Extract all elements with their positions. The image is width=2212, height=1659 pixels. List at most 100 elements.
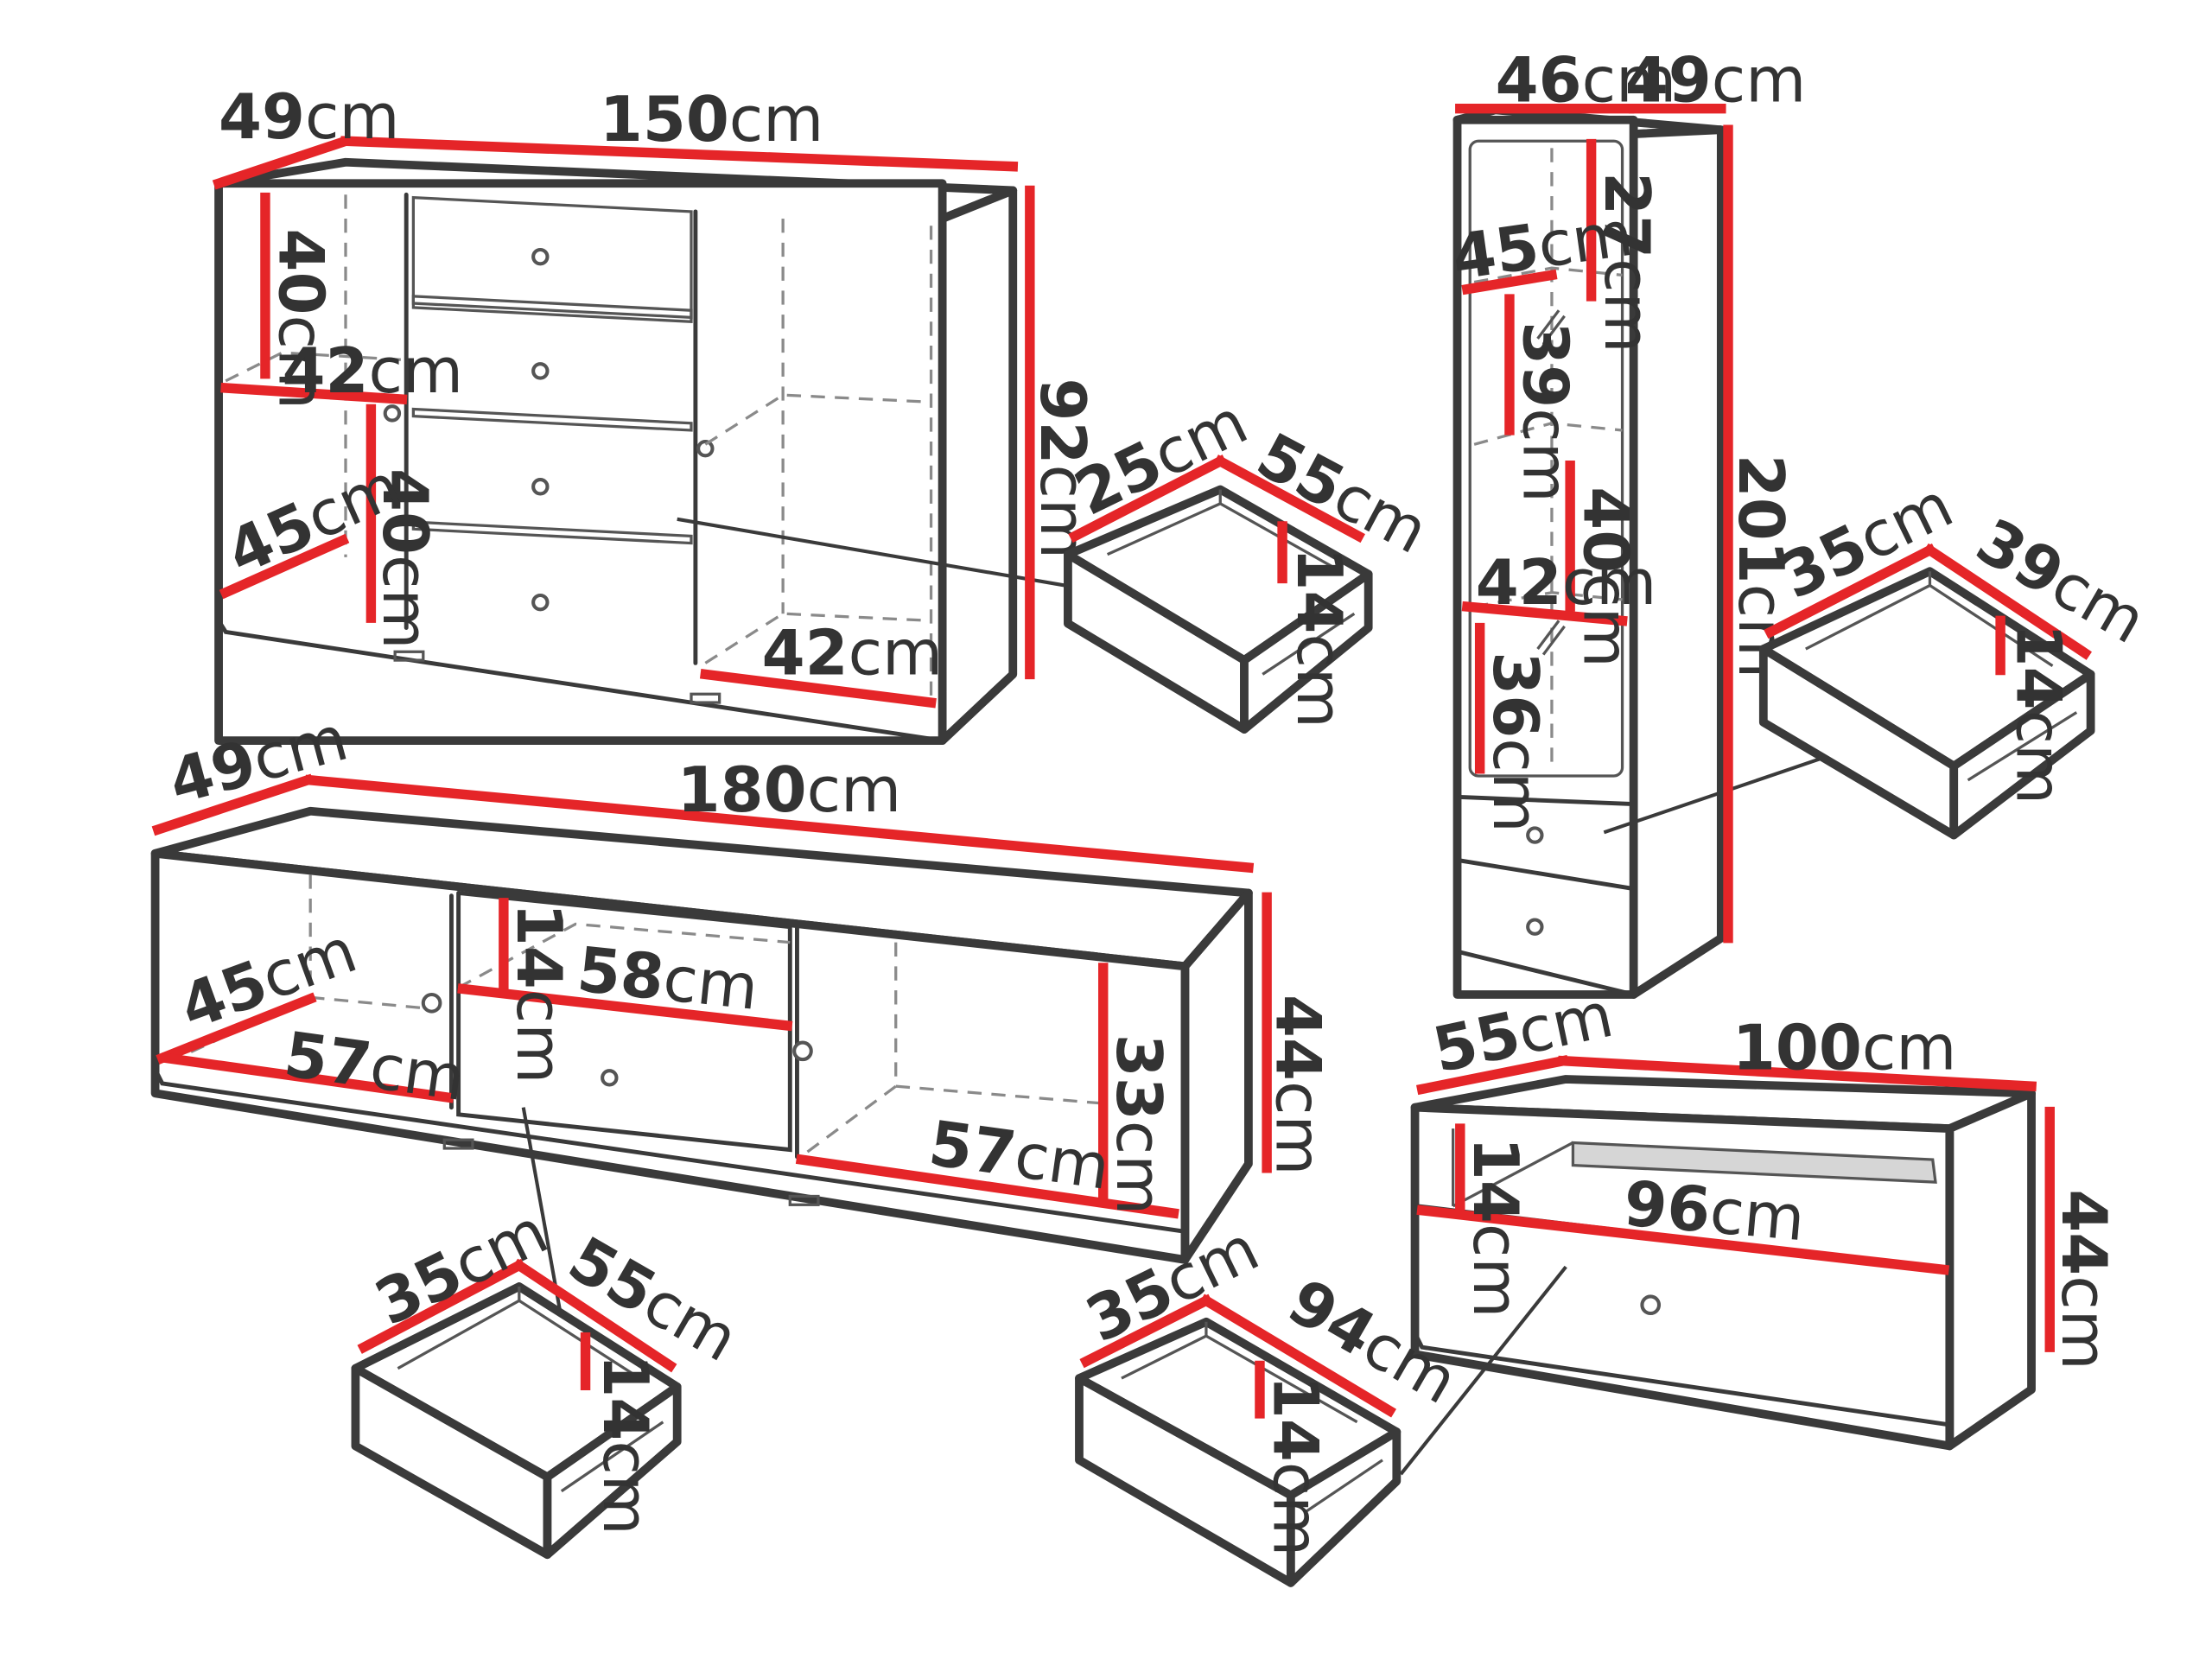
sideboard-height-value: 92 bbox=[1027, 378, 1099, 465]
vitrine-shelf-width-unit: cm bbox=[1562, 546, 1656, 619]
sideboard-upper-shelf-width-value: 42 bbox=[283, 334, 369, 407]
tv-stand-niche-width-unit: cm bbox=[660, 942, 762, 1024]
coffee-table-niche-width-value: 96 bbox=[1621, 1166, 1713, 1246]
svg-text:33cm: 33cm bbox=[1103, 1034, 1175, 1215]
svg-text:49cm: 49cm bbox=[1625, 44, 1806, 117]
tv-stand-drawer: 35cm 55cm 14cm bbox=[351, 1195, 750, 1560]
vitrine-shelf-width-value: 42 bbox=[1476, 546, 1562, 619]
tv-stand-right-height-unit: cm bbox=[1103, 1121, 1175, 1215]
svg-text:14cm: 14cm bbox=[1283, 547, 1356, 728]
svg-text:14cm: 14cm bbox=[1459, 1137, 1532, 1318]
vitrine-shelf-4-height-value: 36 bbox=[1479, 652, 1552, 738]
vitrine-depth-unit: cm bbox=[1712, 44, 1806, 117]
tv-stand-drawer-height-value: 14 bbox=[589, 1354, 662, 1440]
svg-text:150cm: 150cm bbox=[600, 83, 823, 156]
sideboard-depth-value: 49 bbox=[219, 80, 305, 153]
coffee-table-niche-height-value: 14 bbox=[1459, 1137, 1532, 1224]
vitrine-shelf-3-height-value: 40 bbox=[1569, 486, 1642, 573]
vitrine-depth-value: 49 bbox=[1625, 44, 1712, 117]
svg-text:57cm: 57cm bbox=[925, 1107, 1114, 1204]
vitrine-shelf-1-height-unit: cm bbox=[1591, 258, 1663, 353]
svg-text:46cm: 46cm bbox=[1496, 44, 1676, 117]
svg-text:39cm: 39cm bbox=[1509, 321, 1581, 502]
svg-text:44cm: 44cm bbox=[2048, 1189, 2120, 1370]
sideboard-upper-shelf-width-unit: cm bbox=[368, 334, 462, 407]
vitrine: 46cm 49cm 201cm 27cm 45cm 39cm 40cm 42cm… bbox=[1448, 44, 1821, 999]
sideboard-width-unit: cm bbox=[729, 83, 823, 156]
svg-text:55cm: 55cm bbox=[1427, 978, 1618, 1087]
tv-stand-niche-height-value: 14 bbox=[503, 903, 575, 989]
tv-stand-niche-height-unit: cm bbox=[503, 989, 575, 1084]
coffee-table-niche-height-unit: cm bbox=[1459, 1224, 1532, 1318]
svg-text:100cm: 100cm bbox=[1732, 1012, 1956, 1084]
vitrine-shelf-3-height-unit: cm bbox=[1569, 573, 1642, 667]
coffee-table: 55cm 100cm 44cm 14cm 96cm bbox=[1399, 978, 2120, 1476]
svg-text:40cm: 40cm bbox=[369, 468, 442, 649]
tv-stand-height-value: 44 bbox=[1262, 995, 1335, 1081]
svg-text:42cm: 42cm bbox=[283, 334, 463, 407]
vitrine-drawer-height-unit: cm bbox=[2003, 710, 2075, 804]
svg-text:42cm: 42cm bbox=[1476, 546, 1656, 619]
svg-text:42cm: 42cm bbox=[762, 616, 943, 689]
tv-stand-height-unit: cm bbox=[1262, 1081, 1335, 1175]
svg-text:14cm: 14cm bbox=[503, 903, 575, 1084]
svg-text:44cm: 44cm bbox=[1262, 995, 1335, 1175]
sideboard-width-value: 150 bbox=[600, 83, 729, 156]
svg-text:14cm: 14cm bbox=[1259, 1376, 1332, 1556]
svg-text:57cm: 57cm bbox=[280, 1018, 469, 1115]
vitrine-shelf-1-height-value: 27 bbox=[1591, 172, 1663, 258]
svg-text:58cm: 58cm bbox=[574, 932, 761, 1023]
svg-text:27cm: 27cm bbox=[1591, 172, 1663, 353]
sideboard-upper-shelf-height-unit: cm bbox=[264, 315, 337, 409]
sideboard-drawer-height-unit: cm bbox=[1283, 633, 1356, 728]
sideboard-lower-shelf-height-unit: cm bbox=[369, 555, 442, 649]
svg-text:49cm: 49cm bbox=[219, 80, 399, 153]
tv-stand-width-value: 180 bbox=[677, 753, 807, 826]
vitrine-drawer-height-value: 14 bbox=[2003, 624, 2075, 710]
svg-text:40cm: 40cm bbox=[1569, 486, 1642, 667]
svg-text:180cm: 180cm bbox=[677, 753, 901, 826]
tv-stand-left-width-value: 57 bbox=[280, 1018, 376, 1102]
tv-stand-drawer-height-unit: cm bbox=[589, 1440, 662, 1535]
coffee-table-drawer: 35cm 94cm 14cm bbox=[1075, 1211, 1470, 1587]
tv-stand-left-width-unit: cm bbox=[365, 1030, 469, 1115]
sideboard-depth-unit: cm bbox=[305, 80, 399, 153]
sideboard: 49cm 150cm 92cm 40cm 42cm 40cm 45cm 42cm bbox=[212, 80, 1099, 746]
coffee-table-width-unit: cm bbox=[1862, 1012, 1956, 1084]
tv-stand-niche-width-value: 58 bbox=[574, 932, 667, 1014]
sideboard-drawer-height-value: 14 bbox=[1283, 547, 1356, 633]
coffee-table-drawer-height-value: 14 bbox=[1259, 1376, 1332, 1462]
tv-stand-right-height-value: 33 bbox=[1103, 1034, 1175, 1121]
coffee-table-height-unit: cm bbox=[2048, 1275, 2120, 1370]
coffee-table-niche-width-unit: cm bbox=[1707, 1174, 1808, 1255]
svg-text:92cm: 92cm bbox=[1027, 378, 1099, 559]
svg-text:14cm: 14cm bbox=[589, 1354, 662, 1535]
tv-stand-right-width-unit: cm bbox=[1010, 1119, 1114, 1204]
vitrine-shelf-2-height-unit: cm bbox=[1509, 408, 1581, 502]
vitrine-shelf-4-height-unit: cm bbox=[1479, 738, 1552, 832]
svg-text:36cm: 36cm bbox=[1479, 652, 1552, 832]
coffee-table-depth-value: 55 bbox=[1427, 997, 1526, 1086]
sideboard-right-compartment-width-value: 42 bbox=[762, 616, 849, 689]
tv-stand: 49cm 180cm 44cm 45cm 57cm 14cm 58cm 33cm… bbox=[150, 702, 1335, 1319]
vitrine-width-unit: cm bbox=[1582, 44, 1676, 117]
vitrine-width-value: 46 bbox=[1496, 44, 1582, 117]
coffee-table-drawer-height-unit: cm bbox=[1259, 1462, 1332, 1556]
vitrine-shelf-2-height-value: 39 bbox=[1509, 321, 1581, 408]
sideboard-drawer: 25cm 55cm 14cm bbox=[1064, 385, 1440, 734]
tv-stand-right-width-value: 57 bbox=[925, 1107, 1020, 1191]
tv-stand-width-unit: cm bbox=[807, 753, 901, 826]
svg-text:40cm: 40cm bbox=[264, 228, 337, 409]
vitrine-shelf-depth-value: 45 bbox=[1448, 210, 1544, 294]
svg-text:14cm: 14cm bbox=[2003, 624, 2075, 804]
sideboard-right-compartment-width-unit: cm bbox=[849, 616, 943, 689]
vitrine-shelf-depth-unit: cm bbox=[1534, 197, 1637, 282]
svg-text:96cm: 96cm bbox=[1621, 1166, 1808, 1255]
coffee-table-height-value: 44 bbox=[2048, 1189, 2120, 1275]
sideboard-upper-shelf-height-value: 40 bbox=[264, 228, 337, 315]
sideboard-lower-shelf-height-value: 40 bbox=[369, 468, 442, 555]
vitrine-drawer: 35cm 39cm 14cm bbox=[1758, 468, 2158, 840]
vitrine-height-value: 201 bbox=[1725, 454, 1797, 584]
svg-text:45cm: 45cm bbox=[1448, 197, 1637, 294]
